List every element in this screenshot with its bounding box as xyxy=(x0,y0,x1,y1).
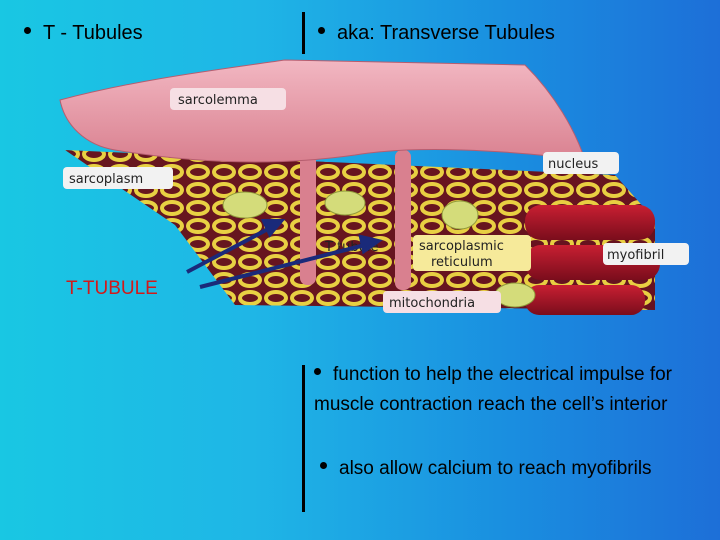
label-sarcolemma: sarcolemma xyxy=(178,93,258,108)
t-tubule-channel xyxy=(395,150,411,290)
bullet-dot xyxy=(318,27,325,35)
muscle-fiber-illustration: sarcolemma sarcoplasm nucleus T tubule s… xyxy=(59,59,689,315)
body-bullet-1-text: function to help the electrical impulse … xyxy=(314,364,673,415)
label-mitochondria: mitochondria xyxy=(389,296,475,311)
label-sarcoplasmic: sarcoplasmic xyxy=(419,239,504,254)
myofibril-bundle xyxy=(525,205,655,240)
bullet-dot xyxy=(314,368,321,376)
bullet-dot xyxy=(24,27,31,35)
t-tubule-channel xyxy=(300,135,316,285)
t-tubule-callout: T-TUBULE xyxy=(66,278,158,299)
title-right-text: aka: Transverse Tubules xyxy=(337,22,555,44)
mitochondrion xyxy=(222,191,268,219)
bullet-dot xyxy=(320,462,327,470)
title-bullet-left: T - Tubules xyxy=(24,18,143,48)
mitochondrion xyxy=(441,200,479,230)
label-reticulum: reticulum xyxy=(431,255,493,270)
body-bullet-2-text: also allow calcium to reach myofibrils xyxy=(339,458,652,479)
callout-arrows xyxy=(186,219,383,289)
body-bullet-1: function to help the electrical impulse … xyxy=(314,360,714,420)
label-nucleus: nucleus xyxy=(548,157,598,172)
myofibril-bundle xyxy=(525,285,645,315)
label-myofibril: myofibril xyxy=(607,248,664,263)
mitochondrion xyxy=(324,190,366,216)
body-bullet-2: also allow calcium to reach myofibrils xyxy=(320,454,660,484)
divider-bottom xyxy=(302,365,305,512)
title-left-text: T - Tubules xyxy=(43,22,143,44)
sarcolemma-membrane xyxy=(59,59,586,163)
divider-top xyxy=(302,12,305,54)
label-sarcoplasm: sarcoplasm xyxy=(69,172,143,187)
title-bullet-right: aka: Transverse Tubules xyxy=(318,18,555,48)
